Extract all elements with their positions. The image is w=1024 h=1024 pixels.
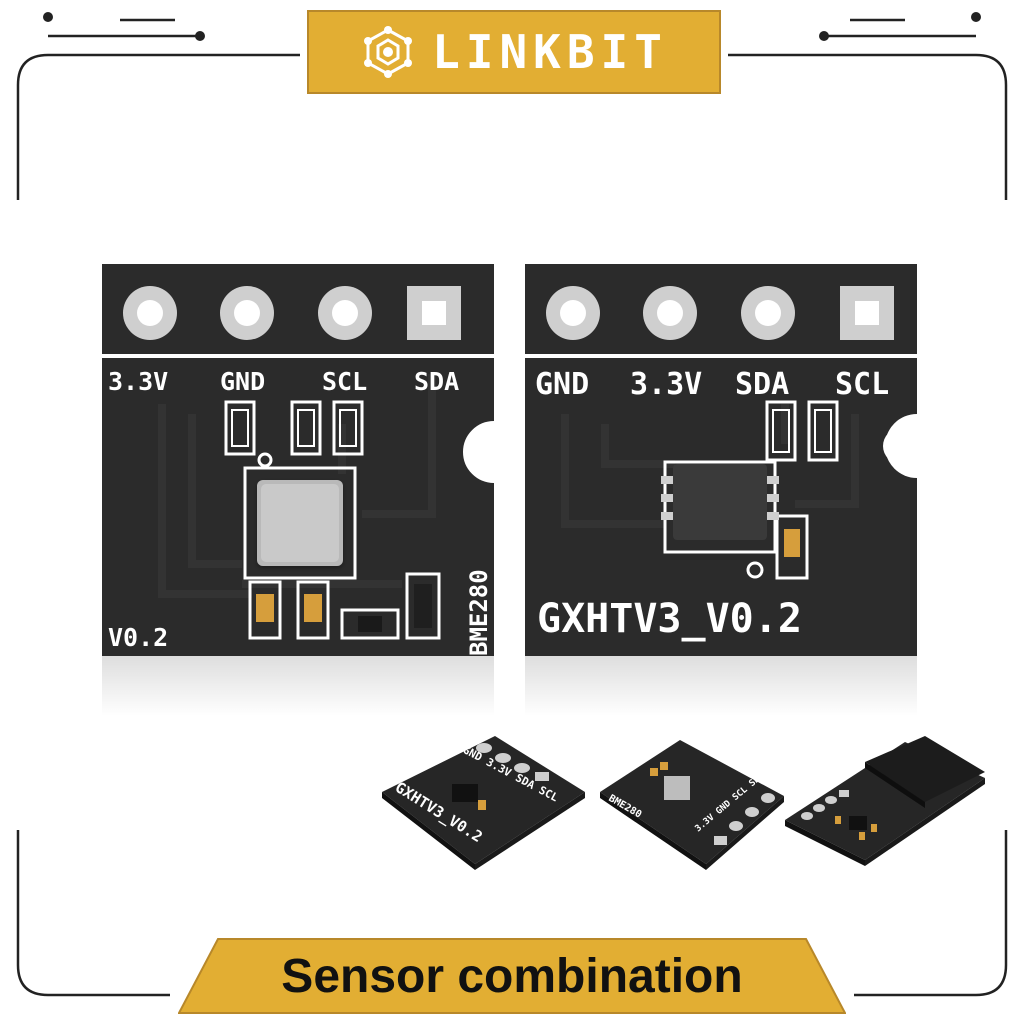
caption-banner: Sensor combination bbox=[178, 938, 846, 1014]
pin-label-2: 3.3V bbox=[630, 367, 702, 402]
board-reflections bbox=[102, 656, 922, 716]
pin-label-3: SDA bbox=[735, 367, 789, 402]
sensor-chip bbox=[673, 464, 767, 540]
pin-label-1: GND bbox=[535, 367, 589, 402]
brand-name: LINKBIT bbox=[432, 25, 668, 79]
thumbnail-gxhtv3: GND 3.3V SDA SCL GXHTV3_V0.2 bbox=[382, 736, 585, 870]
caption-banner-shape bbox=[178, 938, 846, 1014]
thumb2-version: V0.2 bbox=[750, 759, 774, 779]
thumbnail-combined bbox=[785, 736, 985, 866]
caption-text: Sensor combination bbox=[281, 949, 743, 1003]
brand-banner: LINKBIT bbox=[307, 10, 721, 94]
pin-label-2: GND bbox=[220, 367, 265, 396]
chip-label: BME280 bbox=[465, 569, 493, 656]
board-name-label: GXHTV3_V0.2 bbox=[537, 596, 802, 642]
pin-pads bbox=[546, 286, 894, 340]
brand-logo-icon bbox=[364, 26, 413, 78]
pin-label-3: SCL bbox=[322, 367, 367, 396]
pin-label-1: 3.3V bbox=[108, 367, 168, 396]
thumbnail-bme280: BME280 3.3V GND SCL SDA V0.2 bbox=[600, 740, 784, 870]
pin-label-4: SCL bbox=[835, 367, 889, 402]
pin-label-4: SDA bbox=[414, 367, 459, 396]
gxhtv3-board: GND 3.3V SDA SCL GXHTV3_V0.2 bbox=[525, 264, 917, 656]
version-label: V0.2 bbox=[108, 623, 168, 652]
bme280-board: 3.3V GND SCL SDA V0.2 BME280 bbox=[102, 264, 494, 656]
pin-pads bbox=[123, 286, 461, 340]
